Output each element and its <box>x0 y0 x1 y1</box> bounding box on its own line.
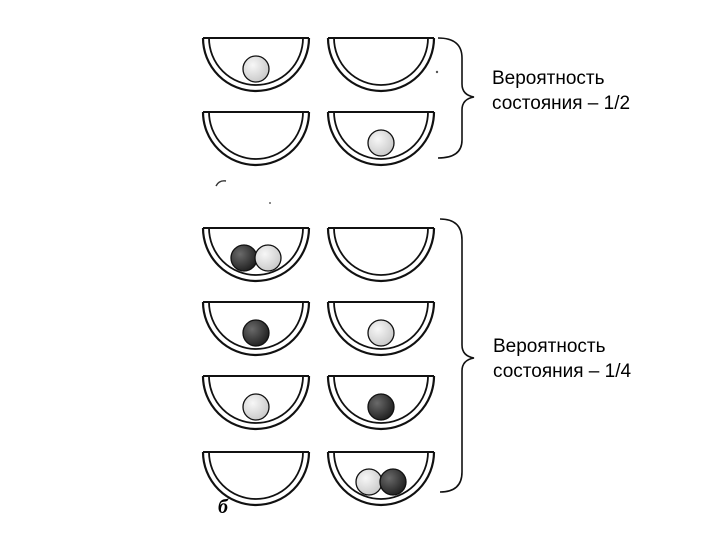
bowl-outer-wall <box>326 301 436 357</box>
bowl-inner-wall <box>208 375 304 424</box>
bowl-outer-wall <box>326 37 436 93</box>
ball-light <box>242 393 270 421</box>
bowl-outer-wall <box>326 375 436 431</box>
brackets-layer <box>437 37 475 493</box>
bowl-outer-wall <box>201 111 311 167</box>
bowl-two-balls-state2-right <box>326 301 436 357</box>
bowl-outer-wall <box>326 451 436 507</box>
ball-light <box>367 129 395 157</box>
bowl-one-ball-state2-left <box>201 111 311 167</box>
bowl-inner-wall <box>208 451 304 500</box>
brace-top <box>437 37 475 159</box>
caption-probability-half: Вероятность состояния – 1/2 <box>492 66 630 116</box>
bowl-one-ball-state1-right <box>326 37 436 93</box>
bowl-outer-wall <box>201 375 311 431</box>
bowl-outer-wall <box>326 111 436 167</box>
figure-letter: б <box>218 496 228 518</box>
bowl-outer-wall <box>201 451 311 507</box>
bowl-two-balls-state3-right <box>326 375 436 431</box>
stray-marks <box>215 70 439 204</box>
bowl-one-ball-state1-left <box>201 37 311 93</box>
ball-dark <box>367 393 395 421</box>
bowl-inner-wall <box>333 451 429 500</box>
caption-top-line1: Вероятность <box>492 68 605 89</box>
bowl-inner-wall <box>208 227 304 276</box>
bowl-inner-wall <box>208 37 304 86</box>
caption-bottom-line2: состояния – 1/4 <box>493 361 632 382</box>
bowl-grid <box>201 37 436 507</box>
bowl-inner-wall <box>333 375 429 424</box>
bowl-outer-wall <box>201 227 311 283</box>
bowl-one-ball-state2-right <box>326 111 436 167</box>
bowl-inner-wall <box>333 111 429 160</box>
ball-light <box>242 55 270 83</box>
bowl-outer-wall <box>326 227 436 283</box>
ball-dark <box>242 319 270 347</box>
bowl-outer-wall <box>201 301 311 357</box>
caption-top-line2: состояния – 1/2 <box>492 93 631 114</box>
caption-probability-quarter: Вероятность состояния – 1/4 <box>493 334 631 384</box>
bowl-outer-wall <box>201 37 311 93</box>
bowl-two-balls-state2-left <box>201 301 311 357</box>
ball-dark <box>379 468 407 496</box>
bowl-inner-wall <box>208 111 304 160</box>
bowl-two-balls-state4-right <box>326 451 436 507</box>
ball-light <box>355 468 383 496</box>
caption-bottom-line1: Вероятность <box>493 336 606 357</box>
bowl-inner-wall <box>333 301 429 350</box>
bowl-two-balls-state1-right <box>326 227 436 283</box>
ball-light <box>367 319 395 347</box>
ball-dark <box>230 244 258 272</box>
bowl-two-balls-state3-left <box>201 375 311 431</box>
ball-light <box>254 244 282 272</box>
bowl-inner-wall <box>208 301 304 350</box>
bowl-two-balls-state1-left <box>201 227 311 283</box>
bowl-inner-wall <box>333 227 429 276</box>
bowl-two-balls-state4-left <box>201 451 311 507</box>
bowl-inner-wall <box>333 37 429 86</box>
brace-bottom <box>439 218 475 493</box>
